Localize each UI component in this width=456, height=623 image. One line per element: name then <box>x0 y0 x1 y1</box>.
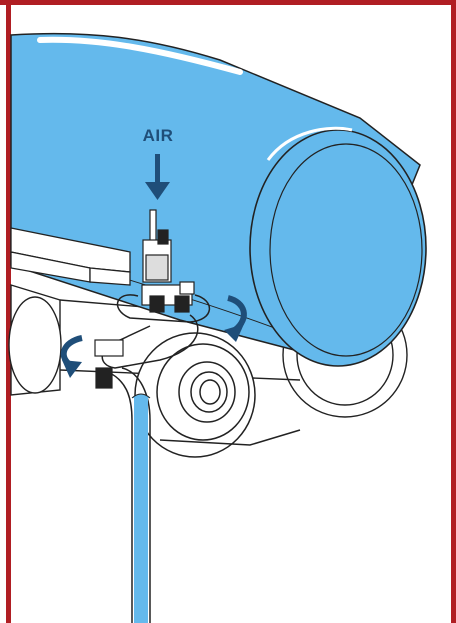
tank-end-cap <box>249 126 427 367</box>
front-wheel <box>134 332 301 458</box>
rotate-counterclockwise-icon <box>60 335 83 378</box>
angle-bracket <box>10 227 131 286</box>
valve-assembly <box>94 209 195 389</box>
fluid-column <box>131 393 151 623</box>
rotate-clockwise-icon <box>224 295 247 342</box>
air-label: AIR <box>142 126 174 145</box>
down-arrow-icon <box>145 154 170 200</box>
